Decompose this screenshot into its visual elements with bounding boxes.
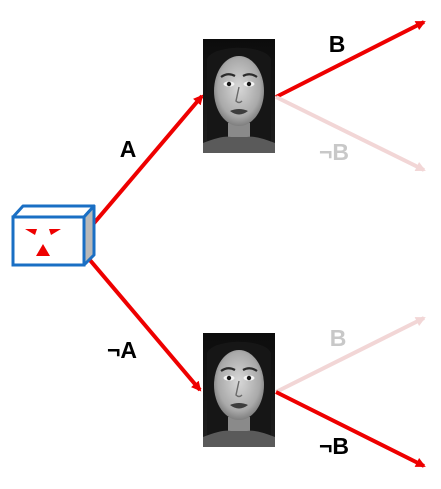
arrow-not-a: [76, 244, 202, 392]
label-a: A: [120, 136, 137, 162]
cube-face-icon: [11, 204, 96, 267]
label-not-a: ¬A: [107, 337, 137, 363]
arrow-bottom-not-b: [275, 390, 426, 468]
label-top-b: B: [329, 31, 346, 57]
label-top-not-b: ¬B: [319, 139, 349, 165]
bottom-agent-face-icon: [201, 331, 277, 449]
label-bottom-not-b: ¬B: [319, 433, 349, 459]
arrow-top-b: [275, 20, 426, 99]
arrow-bottom-b: [275, 316, 426, 394]
arrow-top-not-b: [275, 95, 426, 172]
arrow-a: [76, 94, 204, 244]
label-bottom-b: B: [330, 325, 347, 351]
top-agent-face-icon: [201, 37, 277, 155]
